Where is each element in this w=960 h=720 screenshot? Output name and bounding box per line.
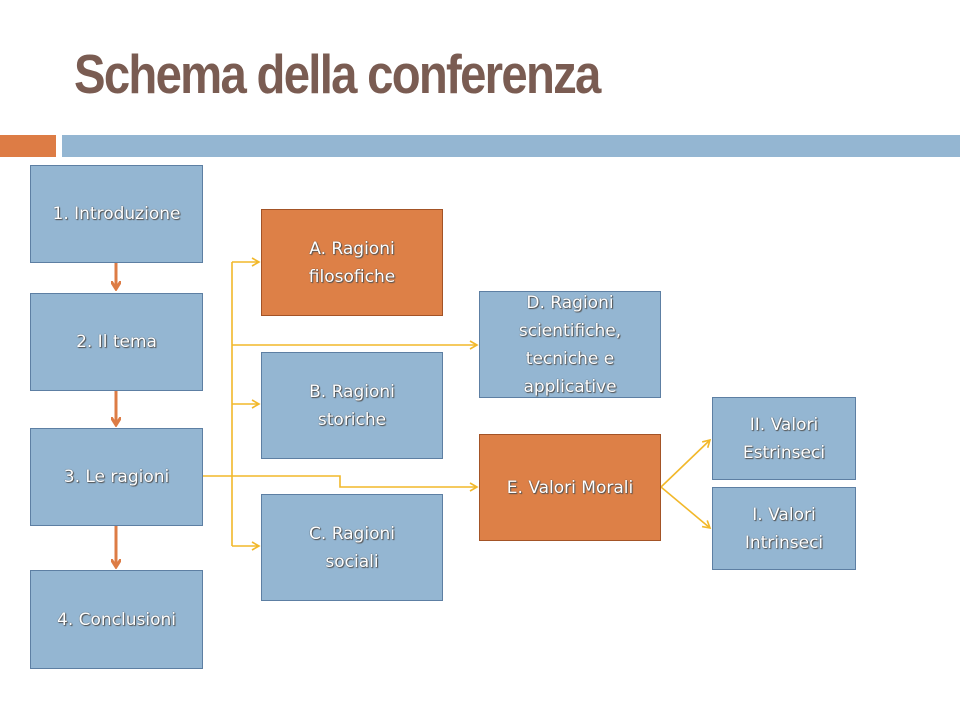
box-tema: 2. Il tema [30, 293, 203, 391]
connector-to-estrinseci [660, 438, 712, 488]
connector-to-valori-morali [232, 475, 479, 492]
box-valori-morali-label: E. Valori Morali [506, 477, 634, 498]
box-ragioni-filosofiche: A. Ragioni filosofiche [261, 209, 443, 316]
box-ragioni-scientifiche: D. Ragioni scientifiche, tecniche e appl… [479, 291, 661, 398]
box-ragioni-storiche: B. Ragioni storiche [261, 352, 443, 459]
box-introduzione: 1. Introduzione [30, 165, 203, 263]
box-conclusioni: 4. Conclusioni [30, 570, 203, 669]
box-ragioni-filosofiche-label: A. Ragioni filosofiche [308, 238, 396, 287]
box-valori-intrinseci: I. Valori Intrinseci [712, 487, 856, 570]
connector-to-intrinseci [660, 486, 712, 530]
box-valori-estrinseci: II. Valori Estrinseci [712, 397, 856, 480]
box-valori-morali: E. Valori Morali [479, 434, 661, 541]
box-valori-intrinseci-label: I. Valori Intrinseci [744, 504, 824, 553]
box-ragioni-sociali: C. Ragioni sociali [261, 494, 443, 601]
page-title: Schema della conferenza [74, 43, 601, 105]
box-ragioni-storiche-label: B. Ragioni storiche [309, 381, 395, 430]
box-tema-label: 2. Il tema [76, 332, 157, 352]
box-conclusioni-label: 4. Conclusioni [57, 609, 176, 630]
box-ragioni-label: 3. Le ragioni [63, 467, 170, 487]
box-ragioni-sociali-label: C. Ragioni sociali [309, 523, 395, 572]
box-ragioni: 3. Le ragioni [30, 428, 203, 526]
box-introduzione-label: 1. Introduzione [52, 204, 181, 224]
accent-bar-orange [0, 135, 56, 157]
box-ragioni-scientifiche-label: D. Ragioni scientifiche, tecniche e appl… [518, 292, 622, 397]
accent-bar-blue [62, 135, 960, 157]
box-valori-estrinseci-label: II. Valori Estrinseci [742, 414, 826, 463]
